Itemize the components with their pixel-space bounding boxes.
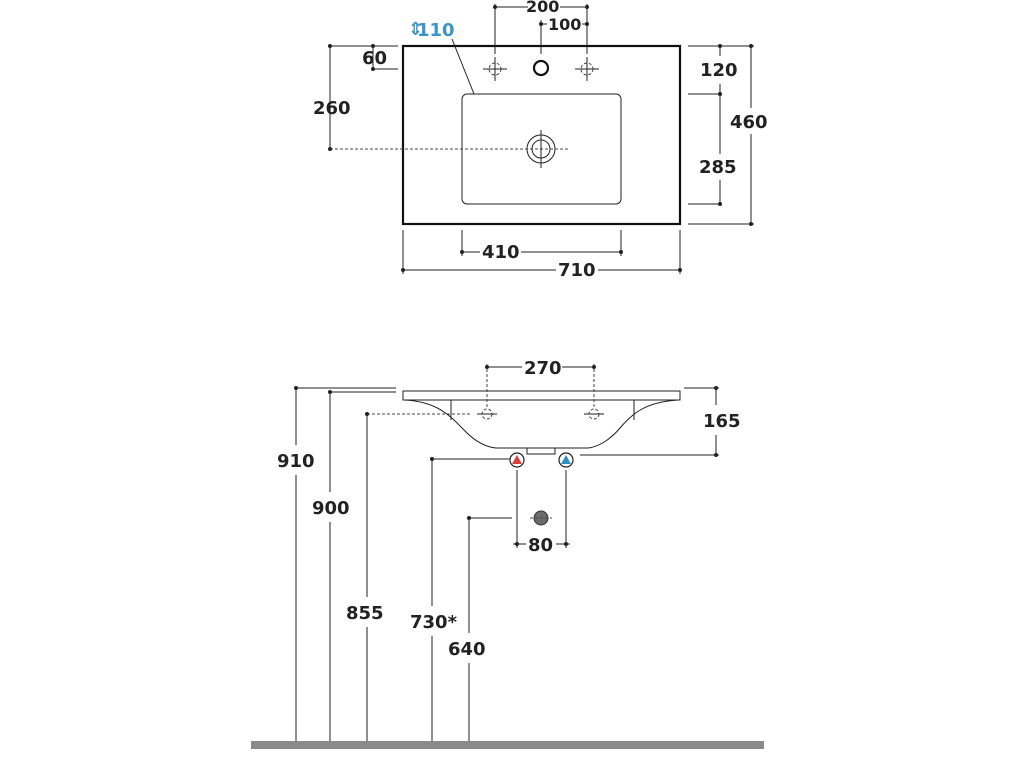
dim-730: 730* [410,612,458,633]
dim-855: 855 [346,603,384,624]
dim-285: 285 [699,157,737,178]
dim-120: 120 [700,60,738,81]
tap-hole-left [483,57,507,81]
leader-110 [451,38,475,95]
dim-710: 710 [558,260,596,281]
waste-outlet [526,447,556,455]
fixing-hole-right [584,408,604,420]
dim-900: 900 [312,498,350,519]
dim-200: 200 [526,0,559,16]
bowl-profile [404,399,679,449]
fixing-hole-left [477,408,497,420]
drain [330,130,570,168]
hot-water-icon [509,452,525,468]
floor [251,741,764,749]
cold-water-icon [558,452,574,468]
dim-410: 410 [482,242,520,263]
tap-hole-center [532,59,550,77]
tap-hole-right [575,57,599,81]
basin-rim [402,390,681,401]
dim-270: 270 [524,358,562,379]
dim-260: 260 [313,98,351,119]
dim-110: 110 [417,20,455,41]
tap-height-arrow-icon: ⇕ [408,19,423,40]
dim-165: 165 [703,411,741,432]
dim-910: 910 [277,451,315,472]
dim-640: 640 [448,639,486,660]
top-view: 200 100 ⇕ 110 60 260 120 460 285 [313,0,768,281]
dim-60: 60 [362,48,387,69]
side-view: 270 165 910 900 855 730* 64 [251,358,764,749]
dim-100: 100 [548,15,581,34]
waste-drain-icon [530,510,552,526]
dim-80: 80 [528,535,553,556]
dim-460: 460 [730,112,768,133]
